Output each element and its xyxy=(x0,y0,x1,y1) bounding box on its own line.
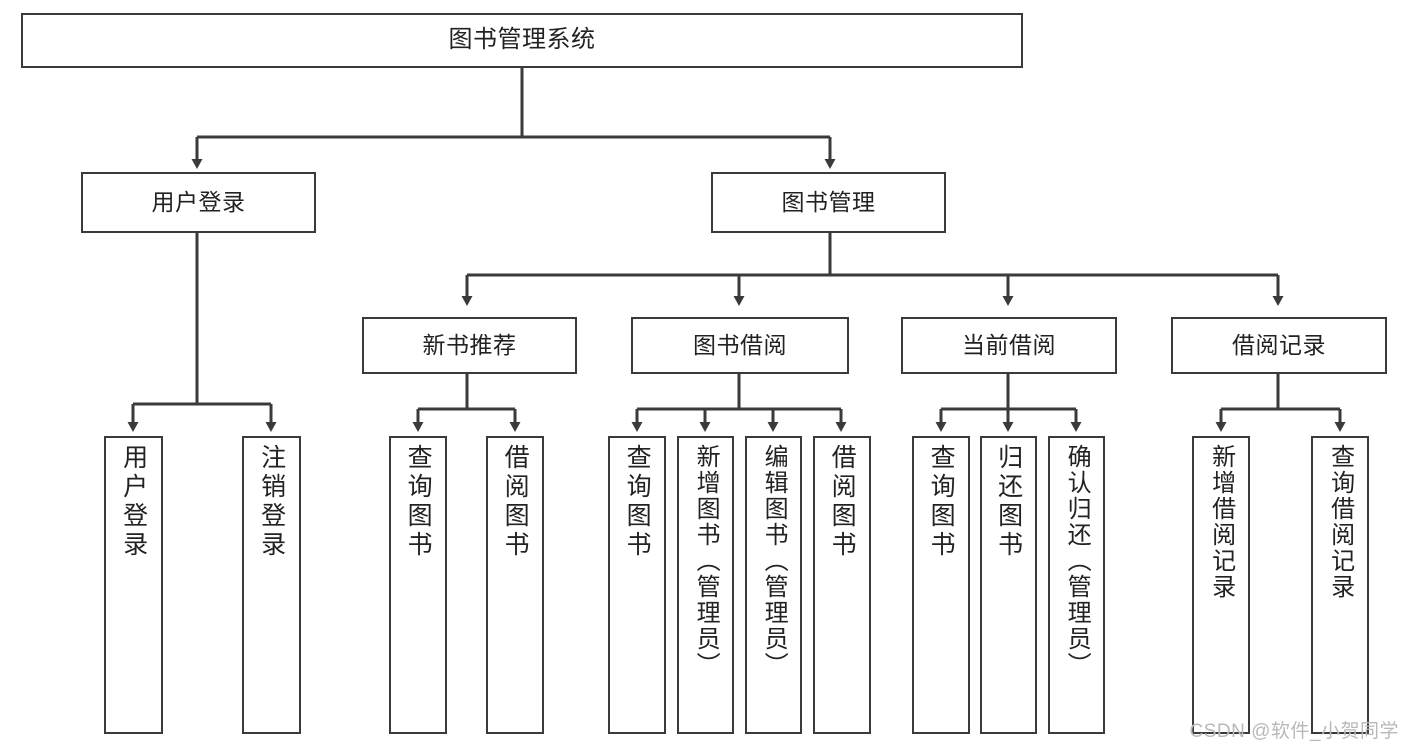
leaf-borrow-add-book-admin[interactable]: 新增图书（管理员） xyxy=(677,436,734,734)
node-root-system[interactable]: 图书管理系统 xyxy=(21,13,1023,68)
node-label: 查询图书 xyxy=(927,444,956,560)
node-label: 用户登录 xyxy=(119,444,148,560)
leaf-recommend-borrow-book[interactable]: 借阅图书 xyxy=(486,436,544,734)
node-label: 新书推荐 xyxy=(422,331,517,358)
node-label: 当前借阅 xyxy=(962,331,1056,358)
node-current-borrow[interactable]: 当前借阅 xyxy=(901,317,1117,374)
node-label: 新增借阅记录 xyxy=(1207,444,1235,600)
node-book-borrow[interactable]: 图书借阅 xyxy=(631,317,849,374)
node-label: 编辑图书（管理员） xyxy=(760,444,788,678)
node-user-login[interactable]: 用户登录 xyxy=(81,172,316,233)
leaf-recommend-query-book[interactable]: 查询图书 xyxy=(389,436,447,734)
leaf-current-return-book[interactable]: 归还图书 xyxy=(980,436,1037,734)
node-label: 借阅图书 xyxy=(501,444,530,560)
node-label: 查询借阅记录 xyxy=(1326,444,1354,600)
leaf-current-confirm-return-admin[interactable]: 确认归还（管理员） xyxy=(1048,436,1105,734)
node-book-management[interactable]: 图书管理 xyxy=(711,172,946,233)
node-label: 确认归还（管理员） xyxy=(1063,444,1091,678)
leaf-borrow-borrow-book[interactable]: 借阅图书 xyxy=(813,436,871,734)
node-label: 图书借阅 xyxy=(693,331,787,358)
node-label: 新增图书（管理员） xyxy=(692,444,720,678)
leaf-borrow-query-book[interactable]: 查询图书 xyxy=(608,436,666,734)
node-label: 注销登录 xyxy=(257,444,286,560)
node-borrow-record[interactable]: 借阅记录 xyxy=(1171,317,1387,374)
leaf-user-logout[interactable]: 注销登录 xyxy=(242,436,301,734)
node-label: 查询图书 xyxy=(404,444,433,560)
node-label: 图书管理 xyxy=(781,188,876,215)
node-new-book-recommend[interactable]: 新书推荐 xyxy=(362,317,577,374)
leaf-borrow-edit-book-admin[interactable]: 编辑图书（管理员） xyxy=(745,436,802,734)
node-label: 查询图书 xyxy=(623,444,652,560)
node-label: 图书管理系统 xyxy=(448,26,596,54)
leaf-current-query-book[interactable]: 查询图书 xyxy=(912,436,970,734)
node-label: 归还图书 xyxy=(994,444,1023,560)
leaf-user-login[interactable]: 用户登录 xyxy=(104,436,163,734)
node-label: 借阅记录 xyxy=(1232,331,1326,358)
leaf-record-query-record[interactable]: 查询借阅记录 xyxy=(1311,436,1369,734)
node-label: 借阅图书 xyxy=(828,444,857,560)
node-label: 用户登录 xyxy=(151,188,246,215)
leaf-record-add-record[interactable]: 新增借阅记录 xyxy=(1192,436,1250,734)
